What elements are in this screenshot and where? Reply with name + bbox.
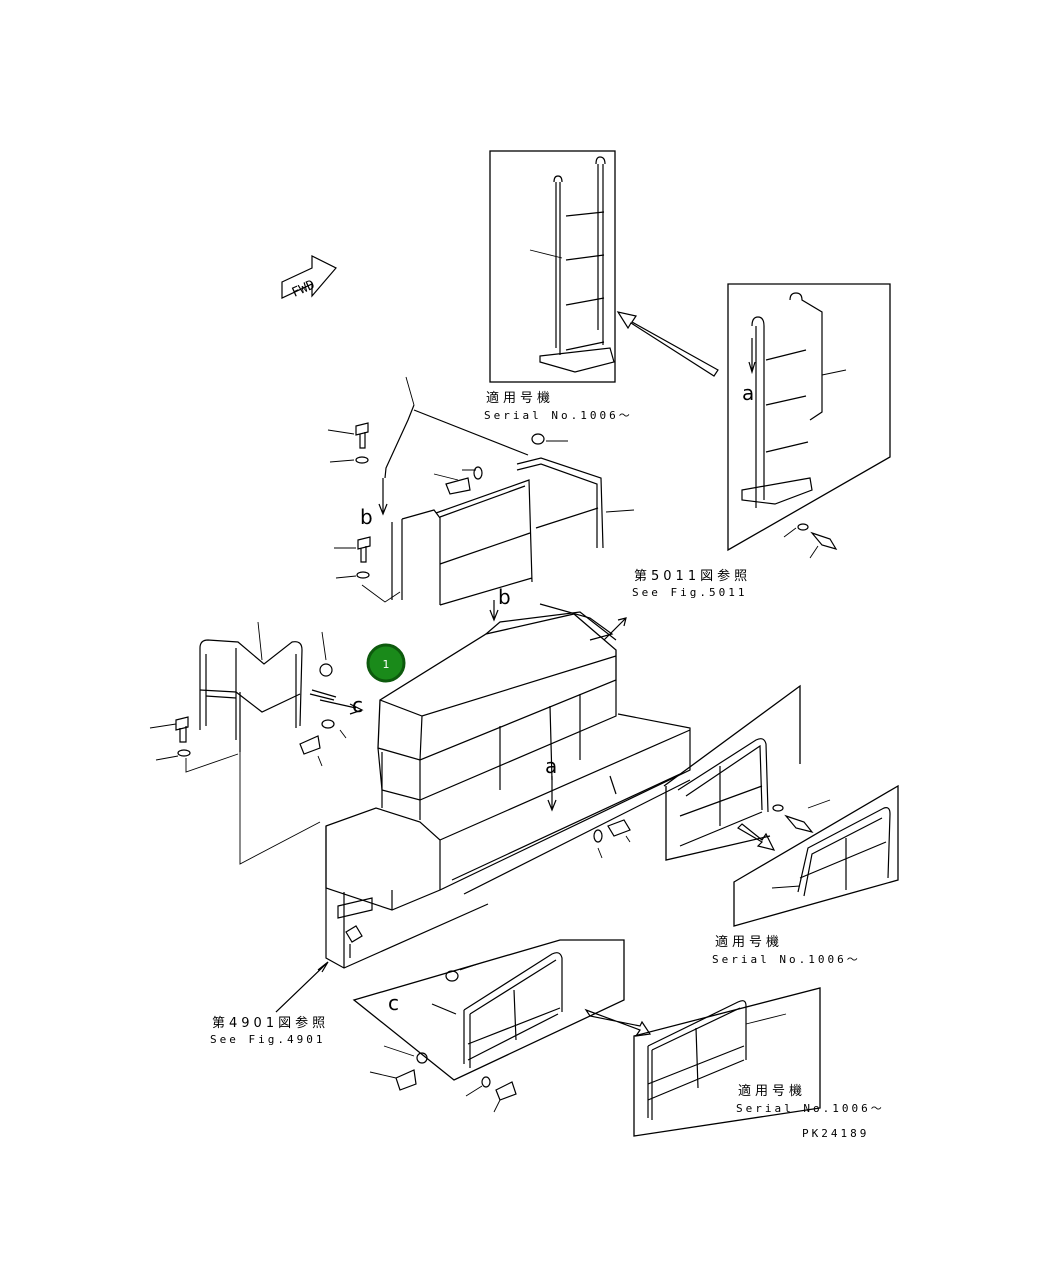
serial-box-2-en: Serial No.1006～ <box>712 953 861 966</box>
drawing-code: PK24189 <box>802 1127 869 1140</box>
callout-number: 1 <box>383 658 390 671</box>
bottom-rail-assembly <box>275 939 821 1137</box>
left-handrail-assembly <box>149 621 347 865</box>
marker-c-left: c <box>352 693 363 717</box>
marker-c-left-arrow <box>319 699 364 715</box>
transition-arrow <box>616 311 719 377</box>
marker-b-left: b <box>360 505 373 529</box>
marker-a-main: a <box>545 754 557 778</box>
serial-box-1-jp: 適用号機 <box>486 390 554 406</box>
serial-box-3-en: Serial No.1006～ <box>736 1102 885 1115</box>
ladder-detail-box-top <box>489 150 616 383</box>
serial-box-1-en: Serial No.1006～ <box>484 409 633 422</box>
main-frame-assembly <box>325 600 691 969</box>
ref-fig4901-jp: 第4901図参照 <box>212 1015 329 1031</box>
serial-box-2-jp: 適用号機 <box>715 934 783 950</box>
fwd-label: FWD <box>290 277 318 300</box>
ladder-detail-box-right <box>727 283 891 559</box>
marker-a-right: a <box>742 381 754 405</box>
ref-fig4901-leader <box>275 961 329 1013</box>
ref-fig5011-jp: 第5011図参照 <box>634 568 751 584</box>
main-bolts <box>593 819 631 859</box>
marker-c-bottom: c <box>388 991 399 1015</box>
ref-fig4901-en: See Fig.4901 <box>210 1033 325 1046</box>
right-rail-assembly <box>663 684 899 927</box>
serial-box-3-jp: 適用号機 <box>738 1083 806 1099</box>
callout-badge[interactable]: 1 <box>366 643 406 683</box>
marker-b-main: b <box>498 585 511 609</box>
upper-handrail-assembly <box>327 376 635 606</box>
fwd-arrow: FWD <box>281 255 337 301</box>
ref-fig5011-en: See Fig.5011 <box>632 586 747 599</box>
